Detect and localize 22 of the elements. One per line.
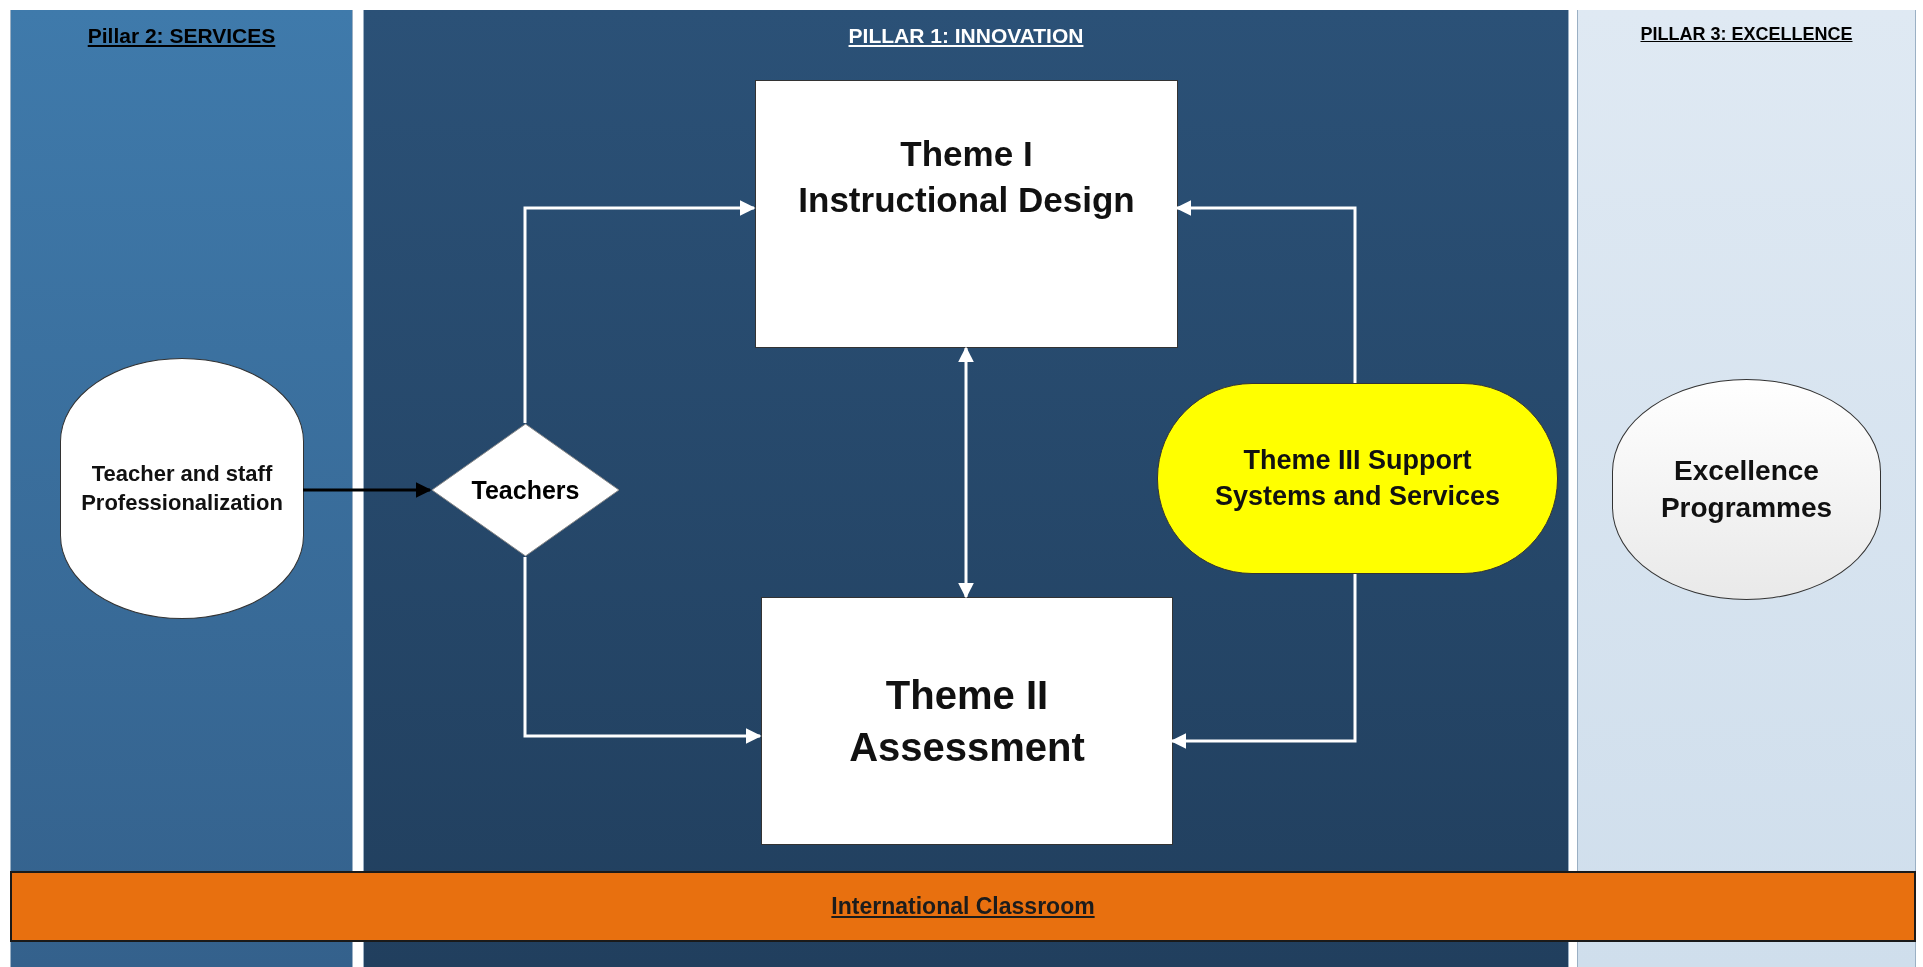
panel-heading: PILLAR 1: INNOVATION <box>847 24 1085 48</box>
panel-heading: PILLAR 3: EXCELLENCE <box>1639 24 1854 45</box>
arrow <box>523 557 762 744</box>
pillar-panel <box>1577 10 1916 967</box>
process-box <box>755 80 1178 348</box>
pillar-panel <box>363 10 1569 967</box>
arrow <box>1170 574 1357 749</box>
node-label: Theme III Support Systems and Services <box>1213 444 1502 513</box>
node-label: Teacher and staff Professionalization <box>80 459 284 517</box>
arrow <box>958 346 974 599</box>
arrow <box>523 200 756 423</box>
node-label: Theme I Instructional Design <box>797 133 1136 221</box>
band-label: International Classroom <box>831 893 1095 920</box>
arrow <box>1175 200 1357 383</box>
band <box>10 871 1916 942</box>
pillar-panel <box>10 10 353 967</box>
node-label: Teachers <box>471 475 580 505</box>
process-box <box>761 597 1173 845</box>
arrow <box>303 482 432 498</box>
panel-heading: Pillar 2: SERVICES <box>86 24 277 48</box>
node-label: Excellence Programmes <box>1659 454 1834 525</box>
node-label: Theme II Assessment <box>848 672 1086 771</box>
